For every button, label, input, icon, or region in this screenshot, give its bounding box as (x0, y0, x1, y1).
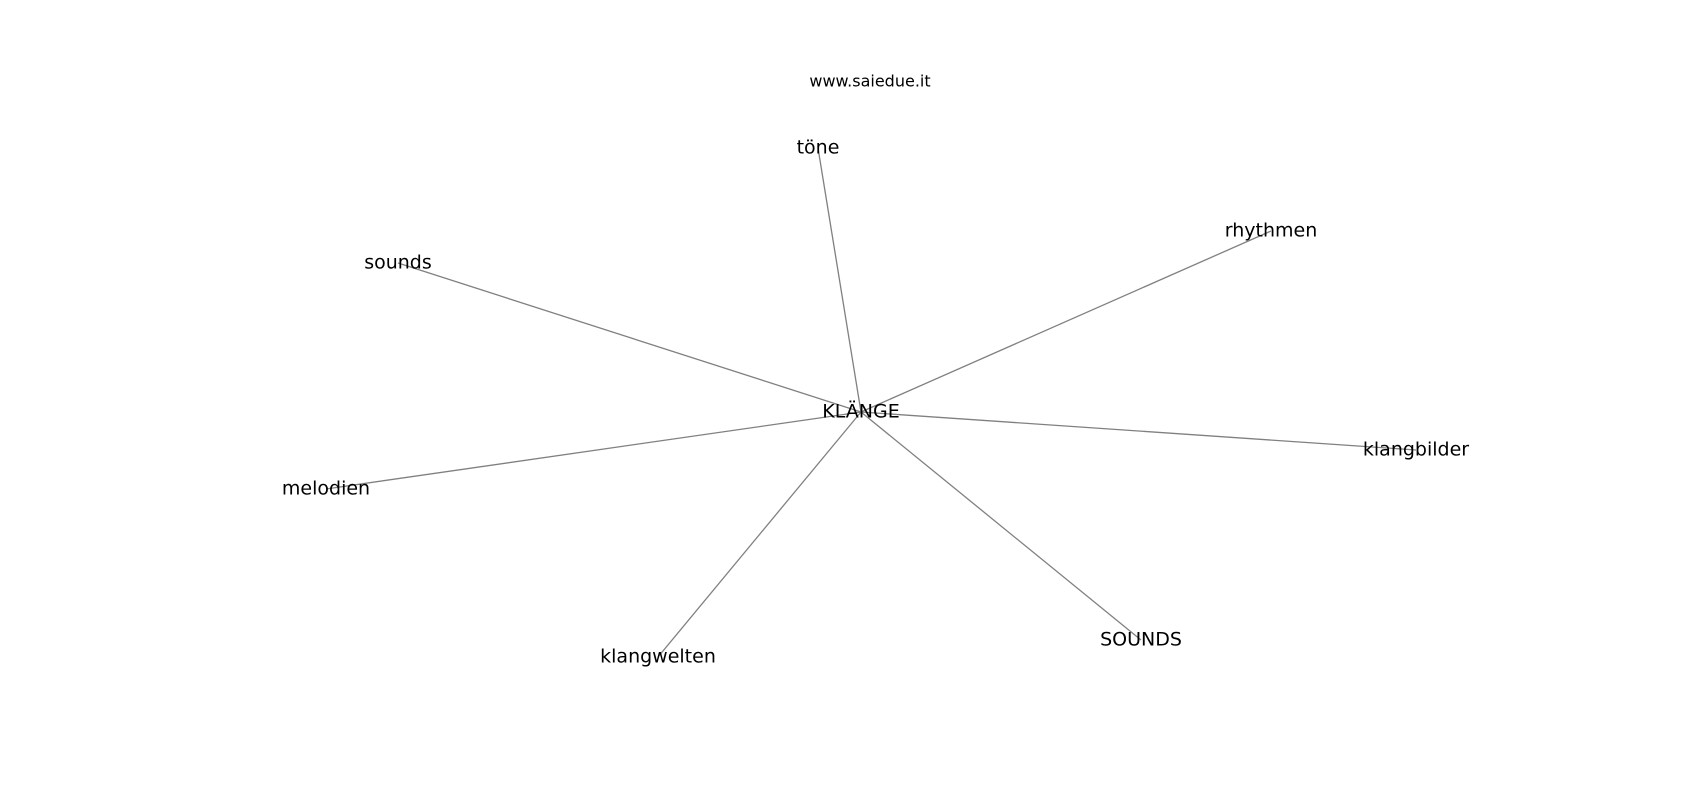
node-label-sounds_lower: sounds (364, 252, 432, 274)
edge-center-klangbilder (860, 411, 1417, 451)
node-label-center: KLÄNGE (822, 400, 899, 423)
edge-center-SOUNDS (860, 411, 1142, 641)
edge-center-klangwelten (657, 411, 862, 658)
node-label-klangwelten: klangwelten (600, 646, 716, 668)
node-label-toene: töne (797, 137, 840, 159)
node-label-melodien: melodien (282, 478, 370, 500)
site-watermark: www.saiedue.it (809, 72, 930, 91)
edge-center-sounds_lower (397, 262, 862, 413)
node-label-sounds: SOUNDS (1100, 629, 1182, 651)
nodes-layer: KLÄNGE töne rhythmen sounds klangbilder melod… (282, 137, 1469, 668)
node-label-klangbilder: klangbilder (1363, 439, 1469, 461)
edge-center-toene (817, 147, 862, 413)
edge-center-melodien (325, 411, 862, 490)
edge-center-rhythmen (860, 230, 1272, 413)
edges-layer (325, 147, 1417, 658)
node-label-rhythmen: rhythmen (1225, 220, 1318, 242)
